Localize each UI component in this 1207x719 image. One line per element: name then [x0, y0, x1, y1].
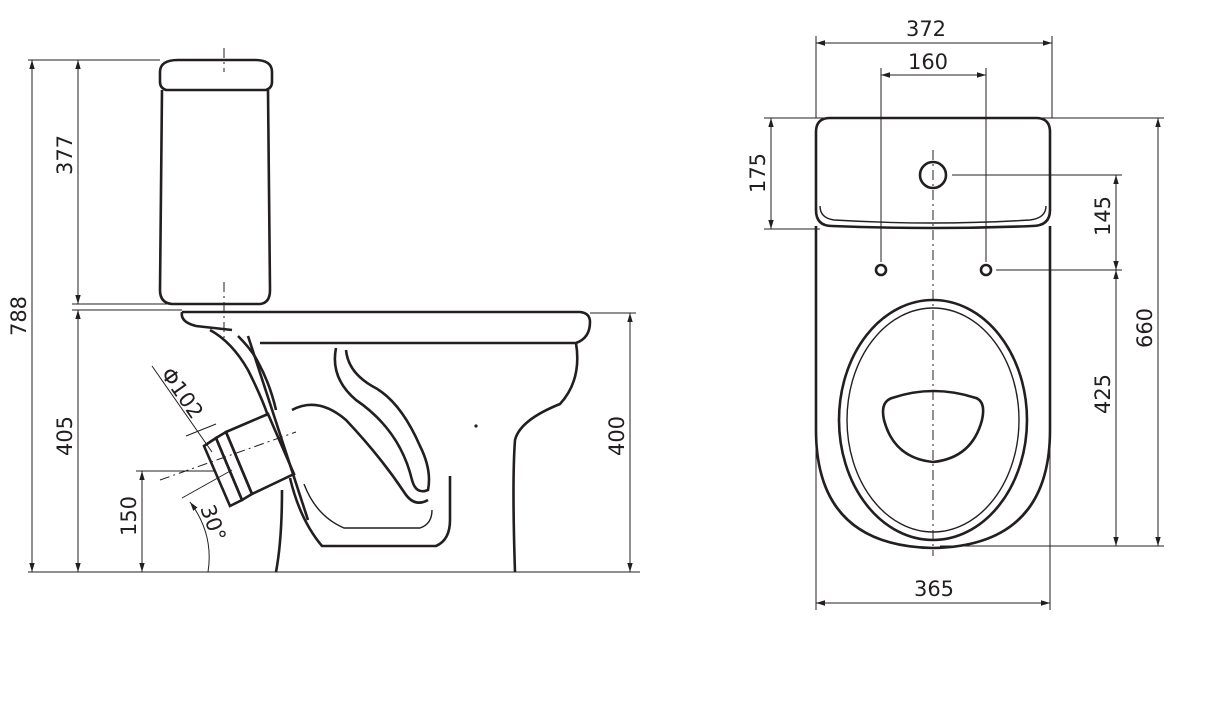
dim-bolt-offset: 145	[1091, 196, 1115, 236]
bowl-opening	[881, 389, 985, 464]
outlet-pipe	[159, 412, 297, 508]
flush-button-icon	[918, 160, 948, 190]
dim-bowl-height: 405	[53, 416, 77, 456]
bowl-outline	[180, 310, 592, 573]
bowl-top-outline	[814, 226, 1052, 550]
bolt-hole-right-icon	[979, 263, 993, 277]
dim-tank-depth: 175	[746, 153, 770, 193]
dim-total-length: 660	[1133, 308, 1157, 348]
side-view: 788 377 405 400 150 Φ102 30°	[7, 48, 640, 573]
dim-tank-height: 377	[53, 135, 77, 175]
cistern-outline	[158, 48, 274, 340]
dim-bolt-spacing: 160	[908, 50, 948, 74]
top-view: 372 160 175 145 425 660 365	[746, 17, 1164, 610]
dim-total-height: 788	[7, 296, 31, 336]
dim-bowl-width: 365	[914, 577, 954, 601]
tank-top-outline	[814, 116, 1052, 230]
dim-outlet-diameter: Φ102	[156, 363, 208, 423]
bolt-hole-left-icon	[874, 263, 888, 277]
dim-tank-width: 372	[906, 17, 946, 41]
dim-bowl-length: 425	[1091, 374, 1115, 414]
dim-outlet-angle: 30°	[195, 502, 230, 545]
dim-rim-height: 400	[605, 416, 629, 456]
dim-outlet-height: 150	[117, 496, 141, 536]
